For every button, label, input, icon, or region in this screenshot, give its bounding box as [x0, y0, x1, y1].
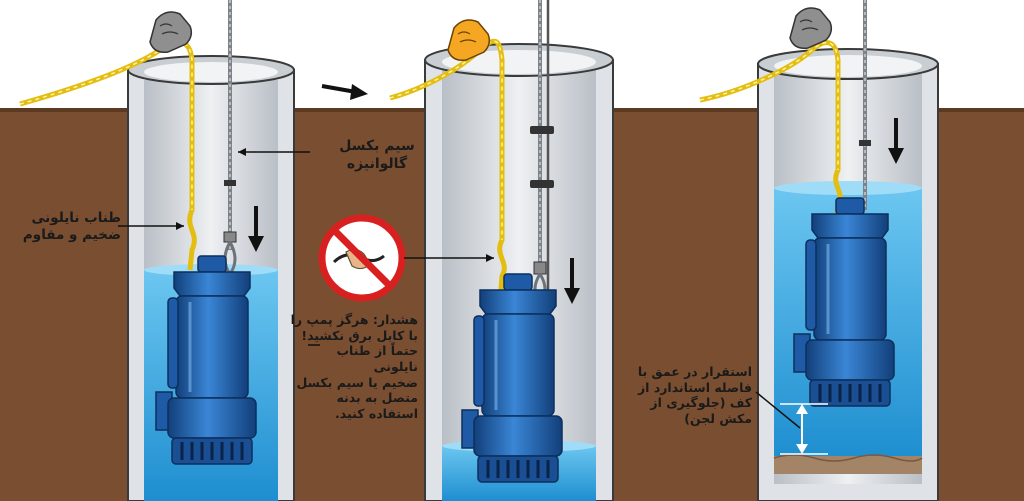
- right-arrow-icon: [321, 84, 368, 100]
- down-arrow-icon: [888, 118, 904, 164]
- galvanized-cable-label: سیم بکسل گالوانیزه: [339, 138, 415, 172]
- warning-text: هشدار: هرگز پمپ را با کابل برق نکشید! حت…: [290, 312, 418, 421]
- double-arrow-icon: [780, 403, 828, 455]
- prohibition-sign-icon: [318, 214, 406, 302]
- well-2: [389, 0, 614, 501]
- down-arrow-icon: [564, 258, 580, 304]
- well-3: [699, 0, 939, 501]
- nylon-rope-label: طناب نایلونی ضخیم و مقاوم: [22, 210, 121, 243]
- down-arrow-icon: [248, 206, 264, 252]
- depth-note-label: استقرار در عمق با فاصله استاندارد از کف …: [637, 364, 752, 426]
- depth-leader-line: [755, 391, 801, 429]
- sludge-bottom: [774, 456, 922, 474]
- well-1: [19, 0, 295, 501]
